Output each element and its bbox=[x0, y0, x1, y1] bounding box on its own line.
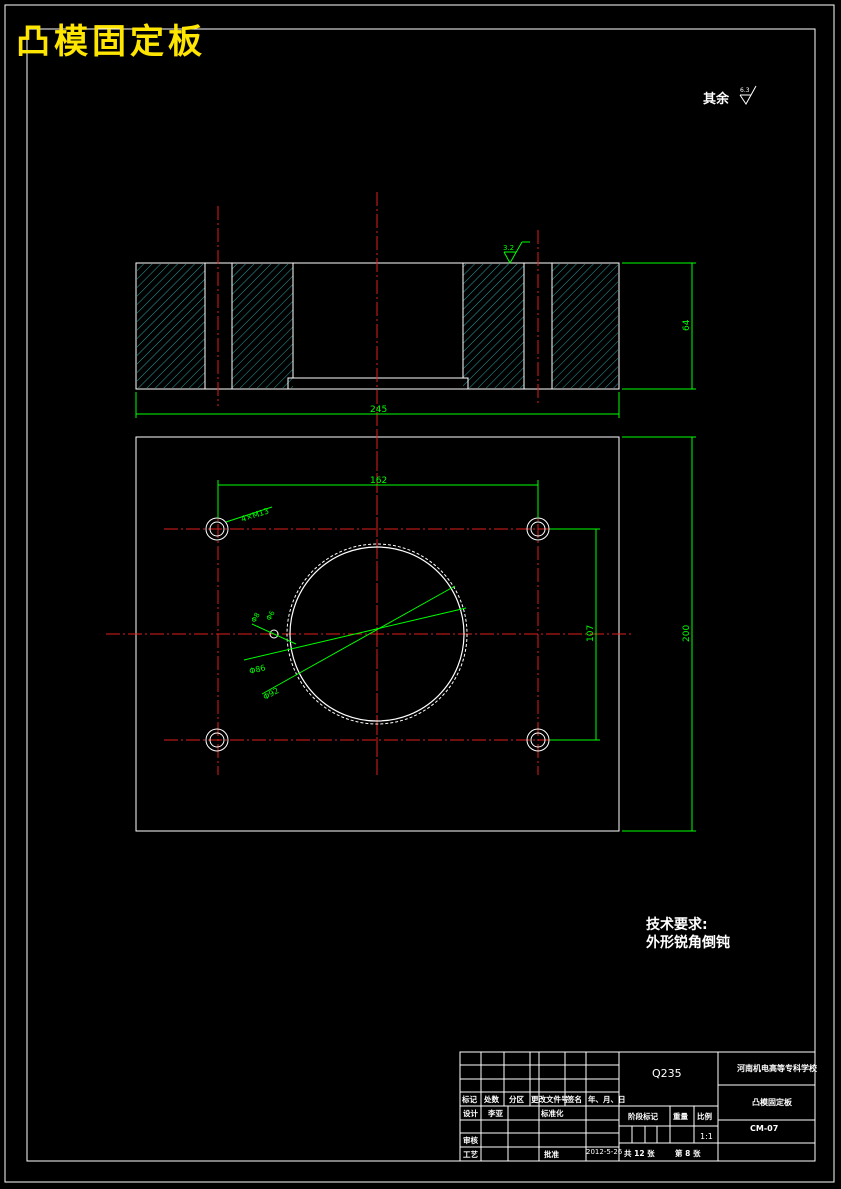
section-roughness-value: 3.2 bbox=[503, 244, 514, 252]
title-block bbox=[459, 1051, 816, 1162]
bore-inner-dim: Φ86 bbox=[248, 663, 266, 676]
plan-view: 162 107 200 4×M13 Φ86 Φ92 Φ8 Φ6 bbox=[106, 430, 696, 832]
dim-width-245: 245 bbox=[370, 405, 387, 415]
row-label-1: 处数 bbox=[483, 1094, 499, 1104]
dim-height-64: 64 bbox=[682, 319, 692, 331]
roughness-label: 其余 bbox=[703, 92, 730, 107]
section-view: 3.2 245 64 bbox=[135, 192, 696, 775]
dim-spacing-107: 107 bbox=[586, 625, 596, 642]
sheet-number: 第 8 张 bbox=[675, 1148, 701, 1158]
school-name: 河南机电高等专科学校 bbox=[737, 1063, 818, 1073]
roughness-symbol-icon bbox=[739, 85, 757, 105]
design-label: 设计 bbox=[463, 1108, 478, 1118]
row-label-3: 更改文件号 bbox=[531, 1094, 569, 1104]
scale-label: 比例 bbox=[697, 1111, 712, 1121]
review-label: 审核 bbox=[463, 1135, 478, 1145]
scale-value: 1:1 bbox=[700, 1132, 713, 1141]
outer-frame bbox=[4, 4, 835, 1183]
stage-label: 阶段标记 bbox=[628, 1111, 658, 1121]
sheet-count: 共 12 张 bbox=[624, 1148, 655, 1158]
bore-outer-dim: Φ92 bbox=[262, 686, 281, 702]
small-hole-a-dim: Φ8 bbox=[250, 611, 262, 624]
tech-requirements: 技术要求: 外形锐角倒钝 bbox=[646, 916, 730, 952]
approve-label: 批准 bbox=[544, 1149, 559, 1159]
row-label-4: 签名 bbox=[566, 1094, 582, 1104]
roughness-value: 6.3 bbox=[740, 87, 750, 94]
row-label-5: 年、月、日 bbox=[588, 1094, 626, 1104]
material: Q235 bbox=[652, 1067, 682, 1080]
designer: 李亚 bbox=[487, 1108, 503, 1118]
drawing-number: CM-07 bbox=[750, 1124, 778, 1133]
inner-frame bbox=[26, 28, 816, 1162]
dim-height-200: 200 bbox=[682, 625, 692, 642]
row-label-2: 分区 bbox=[509, 1094, 524, 1104]
dim-spacing-162: 162 bbox=[370, 476, 387, 486]
weight-label: 重量 bbox=[673, 1111, 688, 1121]
part-name: 凸模固定板 bbox=[752, 1097, 793, 1107]
small-hole-b-dim: Φ6 bbox=[265, 609, 277, 622]
standard-label: 标准化 bbox=[540, 1108, 564, 1118]
craft-label: 工艺 bbox=[463, 1149, 478, 1159]
tech-heading: 技术要求: bbox=[646, 917, 708, 933]
tech-line-1: 外形锐角倒钝 bbox=[646, 935, 730, 951]
row-label-0: 标记 bbox=[461, 1094, 477, 1104]
drawing-title: 凸模固定板 bbox=[16, 22, 206, 62]
hole-callout: 4×M13 bbox=[240, 506, 270, 523]
date: 2012-5-26 bbox=[586, 1148, 623, 1156]
